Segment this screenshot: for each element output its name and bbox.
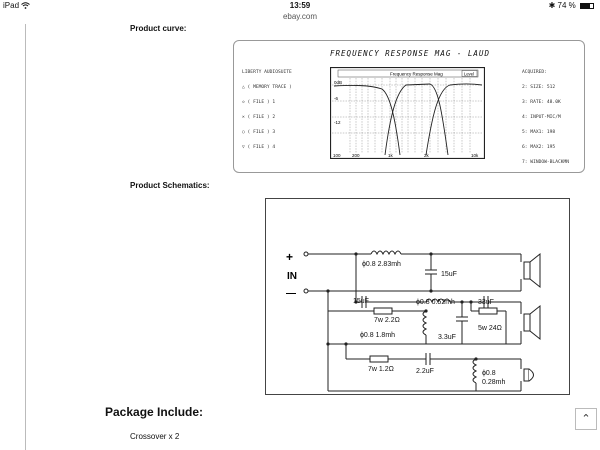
package-include-heading: Package Include: <box>105 405 204 419</box>
legend-memory: △ ( MEMORY TRACE ) <box>242 85 292 90</box>
part-c5: 2.2uF <box>416 368 434 375</box>
part-c2: 15uF <box>353 298 369 305</box>
max1-label: 5: MAX1: 198 <box>522 130 556 135</box>
x-label-100: 100 <box>333 153 341 158</box>
part-l1: ϕ0.8 2.83mh <box>362 261 401 268</box>
acquired-label: ACQUIRED: <box>522 70 547 75</box>
x-label-1k: 1k <box>388 153 394 158</box>
product-schematics-label: Product Schematics: <box>130 181 210 190</box>
plot-header-bar <box>337 69 479 78</box>
package-item: Crossover x 2 <box>130 432 180 441</box>
legend-file-3: ○ ( FILE ) 3 <box>242 130 276 135</box>
plot-title: Frequency Response Mag <box>390 72 443 77</box>
part-c3: 33uF <box>478 299 494 306</box>
x-label-2k: 2k <box>424 153 430 158</box>
x-label-200: 200 <box>352 153 360 158</box>
chevron-up-icon: ⌃ <box>581 413 591 425</box>
product-curve-label: Product curve: <box>130 24 187 33</box>
scroll-to-top-button[interactable]: ⌃ <box>575 408 597 430</box>
status-right: ✱ 74 % <box>549 1 594 10</box>
battery-percent: 74 % <box>557 1 576 10</box>
y-label-minus-6: -6 <box>334 96 338 101</box>
address-bar[interactable]: ebay.com <box>282 12 318 21</box>
curve-right-legend: ACQUIRED: 2: SIZE: 512 3: RATE: 48.0K 4:… <box>522 70 569 175</box>
device-name: iPad <box>3 1 20 10</box>
window-label: 7: WINDOW-BLACKMN <box>522 160 570 165</box>
left-divider <box>25 24 26 450</box>
tweeter-speaker-icon <box>523 368 534 382</box>
bluetooth-icon: ✱ <box>548 1 556 10</box>
midrange-curve <box>384 83 449 156</box>
input-label: 4: INPUT-MIC/M <box>522 115 561 120</box>
minus-terminal: — <box>286 288 296 299</box>
part-l4a: ϕ0.8 <box>482 370 496 377</box>
status-left: iPad <box>3 1 31 10</box>
y-label-minus-12: -12 <box>334 120 341 125</box>
schematic-drawing: + IN — ϕ0.8 2.83mh 15uF 15uF ϕ0.8 0.52mh… <box>286 250 541 392</box>
plot-frame <box>330 67 485 159</box>
response-plot: Frequency Response Mag Level 0dB -6 <box>330 67 485 159</box>
curve-left-legend: LIBERTY AUDIOSUITE △ ( MEMORY TRACE ) ◇ … <box>242 70 292 160</box>
part-r2: 5w 24Ω <box>478 325 502 332</box>
part-l3: ϕ0.8 1.8mh <box>360 332 395 339</box>
battery-icon <box>580 2 594 9</box>
frequency-response-image: FREQUENCY RESPONSE MAG - LAUD LIBERTY AU… <box>233 40 585 173</box>
legend-file-1: ◇ ( FILE ) 1 <box>242 100 276 105</box>
plot-tag-box <box>461 70 478 77</box>
page-content: Product curve: FREQUENCY RESPONSE MAG - … <box>0 24 600 450</box>
part-c1: 15uF <box>441 271 457 278</box>
part-c4: 3.3uF <box>438 334 456 341</box>
x-label-10k: 10k <box>471 153 479 158</box>
tweeter-curve <box>425 83 483 156</box>
legend-file-2: ✕ ( FILE ) 2 <box>242 115 276 120</box>
part-l2: ϕ0.8 0.52mh <box>416 299 455 306</box>
wifi-icon <box>21 1 31 10</box>
clock: 13:59 <box>289 1 311 10</box>
part-r1: 7w 2.2Ω <box>374 317 400 324</box>
legend-file-4: ▽ ( FILE ) 4 <box>242 145 276 150</box>
curve-heading: FREQUENCY RESPONSE MAG - LAUD <box>330 49 490 58</box>
plot-grid <box>332 78 483 153</box>
software-name: LIBERTY AUDIOSUITE <box>242 70 292 75</box>
plus-terminal: + <box>286 250 293 264</box>
size-label: 2: SIZE: 512 <box>522 85 556 90</box>
max2-label: 6: MAX2: 195 <box>522 145 556 150</box>
input-label: IN <box>287 271 297 282</box>
part-l4b: 0.28mh <box>482 379 505 386</box>
midrange-speaker-icon <box>523 304 541 341</box>
woofer-speaker-icon <box>523 252 541 289</box>
y-label-0db: 0dB <box>334 80 342 85</box>
rate-label: 3: RATE: 48.0K <box>522 100 561 105</box>
part-r3: 7w 1.2Ω <box>368 366 394 373</box>
plot-tag: Level <box>464 71 474 76</box>
woofer-curve <box>333 85 401 156</box>
status-bar: iPad 13:59 ✱ 74 % <box>0 0 600 12</box>
crossover-schematic-image: + IN — ϕ0.8 2.83mh 15uF 15uF ϕ0.8 0.52mh… <box>265 198 570 395</box>
